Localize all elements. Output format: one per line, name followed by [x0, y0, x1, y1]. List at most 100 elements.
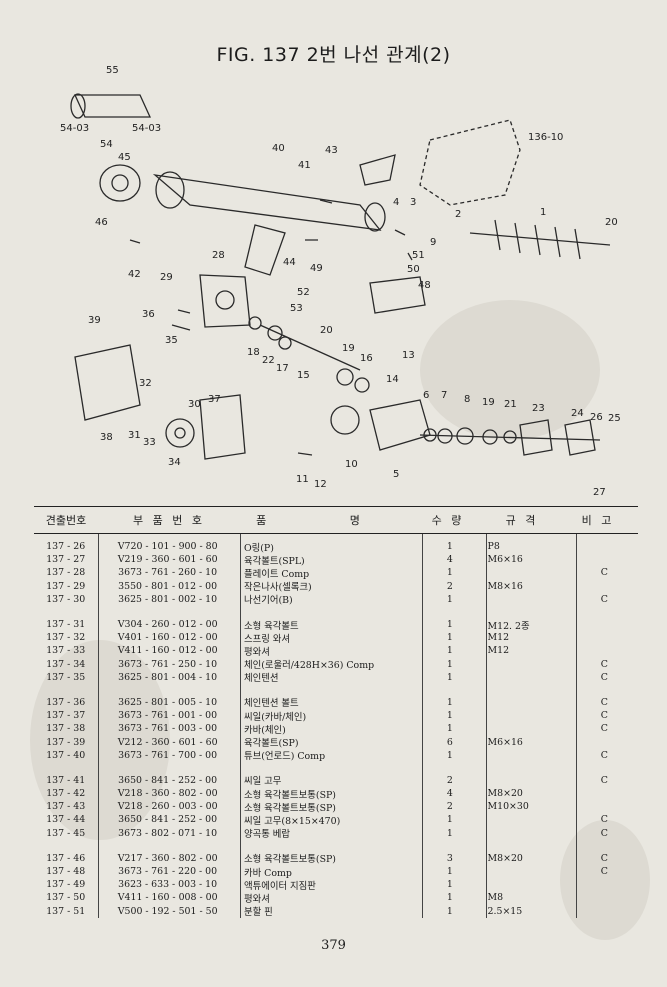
cell-name: 소형 육각볼트: [243, 620, 299, 632]
cell-no: 137 - 32: [46, 632, 86, 644]
callout-label: 10: [345, 459, 358, 470]
cell-spec: M6×16: [487, 736, 523, 748]
cell-no: 137 - 31: [46, 619, 86, 631]
cell-qty: 1: [446, 696, 453, 708]
cell-spec: M12. 2종: [487, 620, 530, 632]
page-number: 379: [321, 938, 346, 953]
cell-note: C: [600, 567, 608, 579]
callout-label: 55: [106, 65, 119, 76]
callout-label: 44: [283, 257, 296, 268]
cell-note: C: [600, 852, 608, 864]
callout-label: 30: [188, 399, 201, 410]
callout-label: 14: [386, 374, 399, 385]
cell-note: C: [600, 814, 608, 826]
cell-qty: 1: [446, 645, 453, 657]
cell-name: 작은나사(셀록크): [243, 582, 312, 594]
cell-qty: 1: [446, 567, 453, 579]
cell-name: 플레이트 Comp: [243, 568, 310, 580]
cell-no: 137 - 37: [46, 710, 86, 722]
cell-part: V212 - 360 - 601 - 60: [117, 736, 218, 748]
callout-label: 54: [100, 139, 113, 150]
callout-label: 35: [165, 335, 178, 346]
cell-part: V720 - 101 - 900 - 80: [117, 541, 218, 553]
cell-no: 137 - 50: [46, 892, 86, 904]
column-header: 부 품 번 호: [133, 514, 205, 527]
callout-label: 33: [143, 437, 156, 448]
cell-no: 137 - 29: [46, 580, 86, 592]
callout-label: 11: [296, 474, 309, 485]
cell-spec: M12: [487, 632, 510, 644]
cell-part: V411 - 160 - 008 - 00: [117, 892, 218, 904]
callout-label: 20: [605, 217, 618, 228]
cell-qty: 2: [446, 801, 453, 813]
callout-label: 25: [608, 413, 621, 424]
cell-part: V401 - 160 - 012 - 00: [117, 632, 218, 644]
cell-note: C: [600, 593, 608, 605]
callout-label: 7: [441, 390, 447, 401]
cell-qty: 1: [446, 866, 453, 878]
callout-label: 6: [423, 390, 429, 401]
cell-no: 137 - 43: [46, 801, 86, 813]
cell-qty: 1: [446, 632, 453, 644]
column-divider: [486, 534, 487, 918]
cell-name: 액튜에이터 지짐판: [243, 880, 316, 892]
cell-note: C: [600, 827, 608, 839]
callout-label: 54-03: [132, 123, 161, 134]
cell-part: V411 - 160 - 012 - 00: [117, 645, 218, 657]
table-row: 137 - 28 3673 - 761 - 260 - 10 플레이트 Comp 1 C: [34, 566, 638, 580]
callout-label: 19: [342, 343, 355, 354]
cell-name: 체인텐션: [243, 673, 279, 685]
callout-label: 32: [139, 378, 152, 389]
cell-no: 137 - 34: [46, 658, 86, 670]
cell-part: 3673 - 761 - 250 - 10: [118, 658, 218, 670]
cell-part: 3673 - 761 - 220 - 00: [118, 866, 218, 878]
cell-qty: 1: [446, 710, 453, 722]
cell-name: 소형 육각볼트보통(SP): [243, 854, 336, 866]
cell-qty: 1: [446, 658, 453, 670]
cell-part: V217 - 360 - 802 - 00: [117, 852, 218, 864]
cell-part: 3673 - 761 - 260 - 10: [118, 567, 218, 579]
cell-name: 씨일(카바/체인): [243, 711, 307, 723]
cell-no: 137 - 27: [46, 554, 86, 566]
cell-no: 137 - 46: [46, 852, 86, 864]
callout-label: 22: [262, 355, 275, 366]
cell-note: C: [600, 749, 608, 761]
callout-label: 50: [407, 264, 420, 275]
callout-label: 46: [95, 217, 108, 228]
callout-label: 4: [393, 197, 399, 208]
cell-spec: M10×30: [487, 801, 529, 813]
cell-name: 카바(체인): [243, 724, 286, 736]
callout-label: 37: [208, 394, 221, 405]
column-header: 견출번호: [45, 514, 87, 527]
cell-name: O링(P): [243, 542, 274, 554]
cell-no: 137 - 41: [46, 774, 86, 786]
cell-part: 3625 - 801 - 004 - 10: [118, 671, 218, 683]
callout-label: 5: [393, 469, 399, 480]
cell-no: 137 - 44: [46, 814, 86, 826]
cell-no: 137 - 28: [46, 567, 86, 579]
exploded-parts-diagram: 55 54-03 54-03 54 45 46 42 40 41 43 136-…: [60, 65, 621, 498]
cell-name: 분할 핀: [243, 907, 273, 919]
cell-note: C: [600, 658, 608, 670]
cell-qty: 2: [446, 580, 453, 592]
callout-label: 36: [142, 309, 155, 320]
cell-note: C: [600, 723, 608, 735]
cell-name: 씨일 고무(8×15×470): [243, 815, 341, 827]
cell-no: 137 - 51: [46, 905, 86, 917]
callout-label: 1: [540, 207, 546, 218]
cell-name: 튜브(언로드) Comp: [243, 751, 326, 763]
group-spacer: [34, 762, 638, 774]
callout-label: 31: [128, 430, 141, 441]
cell-qty: 1: [446, 905, 453, 917]
callout-label: 54-03: [60, 123, 89, 134]
cell-no: 137 - 26: [46, 541, 86, 553]
callout-label: 16: [360, 353, 373, 364]
callout-label: 19: [482, 397, 495, 408]
